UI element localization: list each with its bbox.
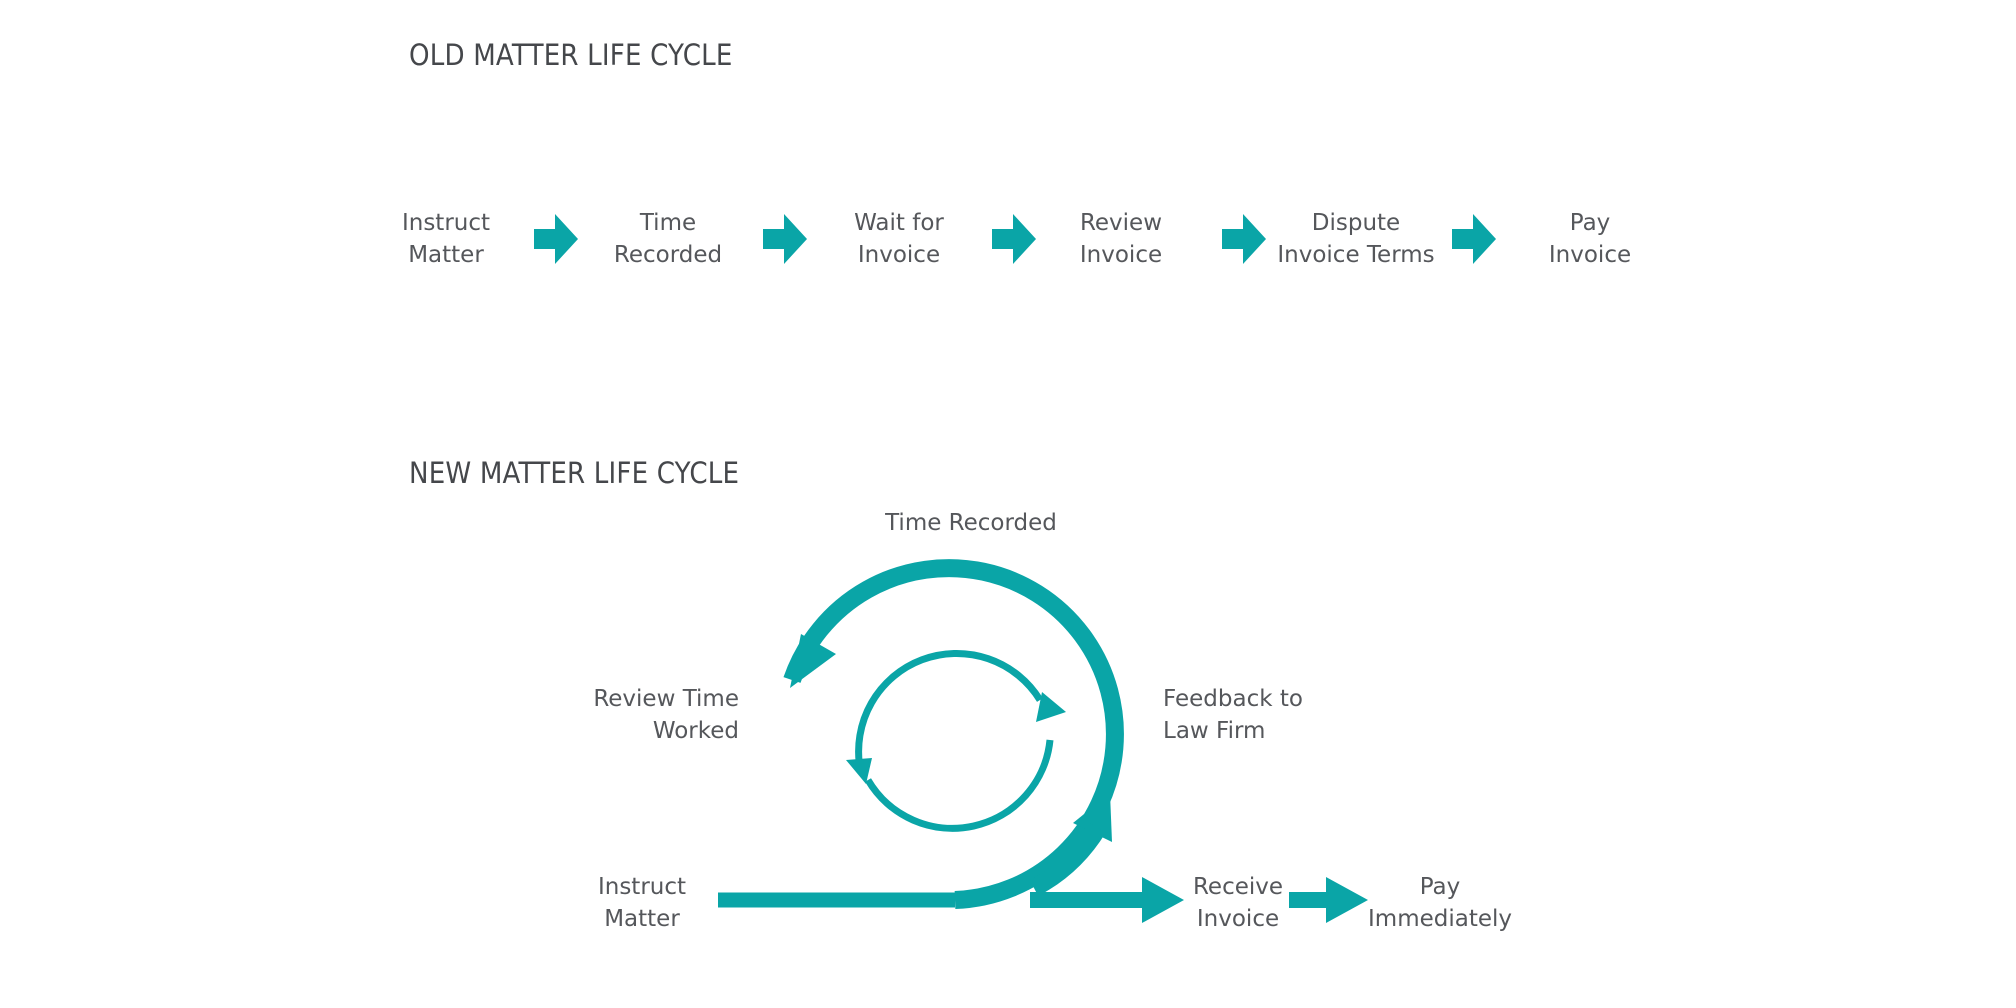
arrow-right-icon: [1030, 877, 1184, 923]
old-cycle-title: OLD MATTER LIFE CYCLE: [409, 38, 733, 72]
cycle-arrow-icon: [790, 634, 836, 688]
cycle-arrow-icon: [1036, 692, 1066, 722]
new-label-time-recorded: Time Recorded: [885, 510, 1057, 536]
inner-cycle-arc-b: [864, 739, 1054, 832]
arrow-right-icon: [1289, 877, 1368, 923]
arrow-right-icon: [763, 214, 807, 264]
arrow-right-icon: [1222, 214, 1266, 264]
new-cycle-title: NEW MATTER LIFE CYCLE: [409, 456, 740, 490]
outer-cycle-arc: [783, 559, 1124, 909]
inner-cycle-arc-a: [855, 649, 1043, 769]
cycle-arrow-icon: [1073, 793, 1112, 842]
arrow-right-icon: [992, 214, 1036, 264]
arrow-right-icon: [1452, 214, 1496, 264]
arrow-right-icon: [534, 214, 578, 264]
cycle-arrow-icon: [846, 758, 872, 784]
lower-right-arc: [1029, 823, 1106, 896]
